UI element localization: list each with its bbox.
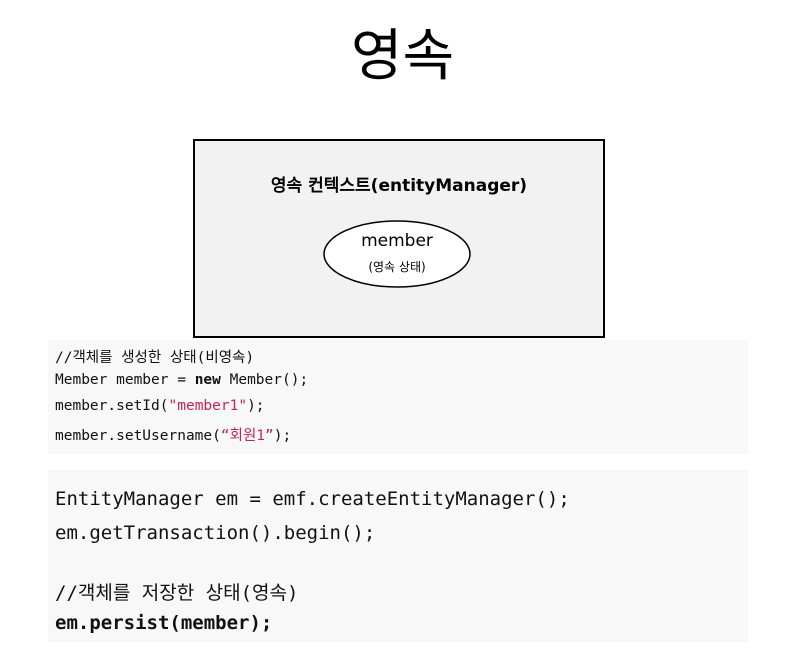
- code-text: );: [247, 398, 265, 414]
- code-string-id: "member1": [168, 398, 248, 414]
- code-block-persist: EntityManager em = emf.createEntityManag…: [48, 470, 748, 642]
- code-block-create: //객체를 생성한 상태(비영속) Member member = new Me…: [48, 340, 748, 454]
- code-text: member.setUsername(: [55, 428, 221, 444]
- code-comment-create: //객체를 생성한 상태(비영속): [55, 350, 255, 366]
- code-keyword-new: new: [194, 372, 221, 388]
- persistence-context-title: 영속 컨텍스트(entityManager): [270, 176, 528, 196]
- entity-ellipse: [323, 220, 471, 288]
- code-line-persist: em.persist(member);: [55, 612, 273, 634]
- persistence-context-box: 영속 컨텍스트(entityManager) member (영속 상태): [193, 139, 605, 338]
- code-line-set-username: member.setUsername(“회원1”);: [55, 424, 291, 445]
- code-string-username: “회원1”: [220, 428, 274, 444]
- entity-name: member: [361, 231, 433, 251]
- entity-state: (영속 상태): [368, 260, 426, 274]
- code-line-create-em: EntityManager em = emf.createEntityManag…: [55, 488, 570, 510]
- code-line-new-member: Member member = new Member();: [55, 372, 308, 388]
- code-text: );: [273, 428, 292, 444]
- code-text: Member member =: [55, 372, 195, 388]
- code-line-begin-tx: em.getTransaction().begin();: [55, 522, 376, 544]
- code-text: member.setId(: [55, 398, 169, 414]
- code-line-set-id: member.setId("member1");: [55, 398, 265, 414]
- code-comment-persist: //객체를 저장한 상태(영속): [55, 582, 299, 604]
- code-text: Member();: [220, 372, 309, 388]
- slide-title: 영속: [350, 24, 455, 89]
